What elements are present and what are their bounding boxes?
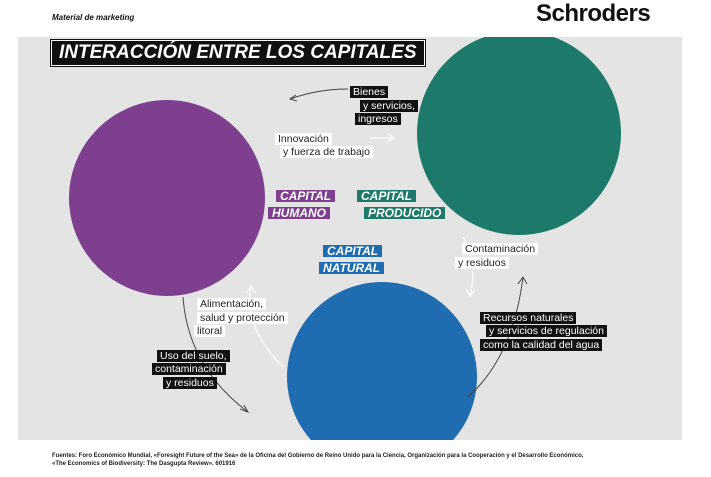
flow-recursos-1: Recursos naturales	[480, 312, 577, 324]
arrow-bienes	[289, 88, 349, 100]
flow-alimentacion-1: Alimentación,	[197, 298, 267, 310]
flow-recursos-2: y servicios de regulación	[486, 325, 607, 337]
flow-bienes-3: ingresos	[355, 113, 401, 125]
arrow-alimentacion	[249, 286, 284, 368]
flow-innovacion-1: Innovación	[275, 133, 332, 145]
flow-contaminacion-2: y residuos	[455, 257, 509, 269]
flow-alimentacion-2: salud y protección	[197, 312, 288, 324]
flow-bienes-2: y servicios,	[360, 100, 418, 112]
capital-humano-line1: CAPITAL	[276, 190, 336, 202]
capital-humano-line2: HUMANO	[268, 207, 330, 219]
capital-natural-line1: CAPITAL	[323, 245, 383, 257]
flow-uso-suelo-1: Uso del suelo,	[157, 350, 230, 362]
sources-footnote: Fuentes: Foro Económico Mundial, «Foresi…	[52, 452, 583, 468]
flow-uso-suelo-3: y residuos	[163, 377, 217, 389]
capital-natural-line2: NATURAL	[319, 262, 385, 274]
sources-line1: Fuentes: Foro Económico Mundial, «Foresi…	[52, 453, 584, 459]
flow-alimentacion-3: litoral	[194, 325, 226, 337]
arrow-recursos	[467, 276, 524, 398]
circle-capital-producido	[417, 37, 621, 235]
capital-producido-line2: PRODUCIDO	[364, 207, 446, 219]
circle-capital-natural	[287, 282, 477, 440]
marketing-label: Material de marketing	[52, 13, 135, 22]
flow-uso-suelo-2: contaminación	[152, 363, 226, 375]
flow-contaminacion-1: Contaminación	[462, 243, 539, 255]
schroders-logo: Schroders	[536, 0, 651, 27]
flow-recursos-3: como la calidad del agua	[480, 339, 603, 351]
diagram-panel	[18, 37, 682, 440]
circle-capital-humano	[69, 100, 265, 296]
flow-bienes-1: Bienes	[350, 86, 389, 98]
capital-producido-line1: CAPITAL	[357, 190, 417, 202]
sources-line2: «The Economics of Biodiversity: The Dasg…	[52, 461, 236, 467]
page-title: INTERACCIÓN ENTRE LOS CAPITALES	[50, 39, 426, 67]
flow-innovacion-2: y fuerza de trabajo	[280, 146, 373, 158]
